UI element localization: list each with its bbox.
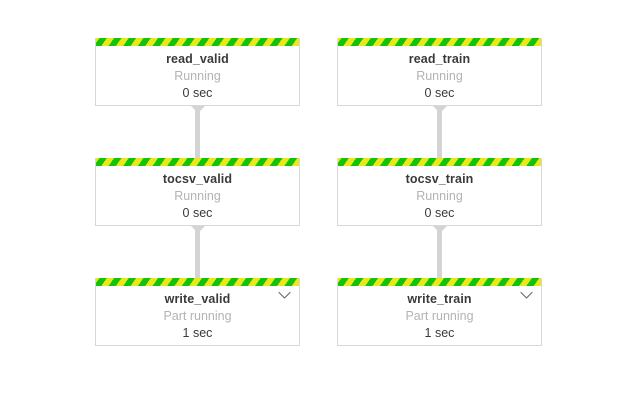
pipeline-node-tocsv-train[interactable]: tocsv_train Running 0 sec — [337, 158, 542, 226]
edge-read-train-to-tocsv-train — [432, 106, 447, 158]
node-status: Part running — [163, 309, 232, 323]
pipeline-node-tocsv-valid[interactable]: tocsv_valid Running 0 sec — [95, 158, 300, 226]
pipeline-node-write-train[interactable]: write_train Part running 1 sec — [337, 278, 542, 346]
node-duration: 0 sec — [182, 86, 213, 100]
edge-arrowhead-icon — [190, 106, 205, 113]
chevron-down-icon[interactable] — [519, 288, 533, 302]
chevron-down-icon[interactable] — [277, 288, 291, 302]
node-body: read_train Running 0 sec — [338, 46, 541, 105]
node-title: write_valid — [164, 292, 231, 306]
edge-arrowhead-icon — [190, 226, 205, 233]
edge-read-valid-to-tocsv-valid — [190, 106, 205, 158]
node-title: write_train — [407, 292, 472, 306]
node-progress-stripe — [338, 38, 541, 46]
node-progress-stripe — [96, 38, 299, 46]
node-status: Running — [416, 189, 463, 203]
node-duration: 1 sec — [182, 326, 213, 340]
node-duration: 0 sec — [182, 206, 213, 220]
pipeline-node-read-valid[interactable]: read_valid Running 0 sec — [95, 38, 300, 106]
node-progress-stripe — [338, 278, 541, 286]
edge-arrowhead-icon — [432, 106, 447, 113]
node-duration: 0 sec — [424, 86, 455, 100]
node-duration: 1 sec — [424, 326, 455, 340]
pipeline-node-write-valid[interactable]: write_valid Part running 1 sec — [95, 278, 300, 346]
node-title: read_valid — [166, 52, 229, 66]
pipeline-node-read-train[interactable]: read_train Running 0 sec — [337, 38, 542, 106]
node-body: read_valid Running 0 sec — [96, 46, 299, 105]
node-body: tocsv_valid Running 0 sec — [96, 166, 299, 225]
edge-arrowhead-icon — [432, 226, 447, 233]
node-progress-stripe — [96, 278, 299, 286]
node-title: read_train — [408, 52, 471, 66]
node-body: tocsv_train Running 0 sec — [338, 166, 541, 225]
node-title: tocsv_train — [405, 172, 474, 186]
node-status: Running — [174, 69, 221, 83]
node-body: write_train Part running 1 sec — [338, 286, 541, 345]
node-title: tocsv_valid — [162, 172, 233, 186]
node-duration: 0 sec — [424, 206, 455, 220]
node-status: Part running — [405, 309, 474, 323]
node-progress-stripe — [96, 158, 299, 166]
node-status: Running — [174, 189, 221, 203]
node-progress-stripe — [338, 158, 541, 166]
edge-tocsv-train-to-write-train — [432, 226, 447, 278]
node-status: Running — [416, 69, 463, 83]
edge-tocsv-valid-to-write-valid — [190, 226, 205, 278]
node-body: write_valid Part running 1 sec — [96, 286, 299, 345]
